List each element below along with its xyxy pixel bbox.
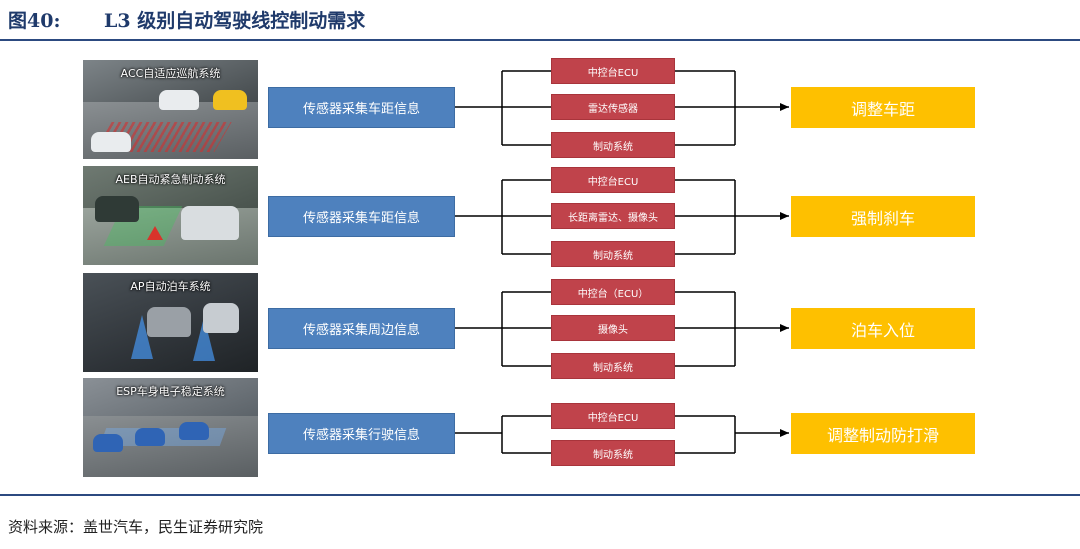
- component-box: 雷达传感器: [551, 94, 675, 120]
- component-box: 中控台ECU: [551, 167, 675, 193]
- figure-caption: L3 级别自动驾驶线控制动需求: [104, 10, 366, 32]
- component-box: 制动系统: [551, 241, 675, 267]
- sensor-box: 传感器采集周边信息: [268, 308, 455, 349]
- esp-system-photo: ESP车身电子稳定系统: [83, 378, 258, 477]
- result-box: 强制刹车: [791, 196, 975, 237]
- row4-connectors: [455, 415, 789, 454]
- result-box: 调整制动防打滑: [791, 413, 975, 454]
- component-box: 摄像头: [551, 315, 675, 341]
- component-box: 中控台ECU: [551, 58, 675, 84]
- row1-connectors: [455, 70, 789, 146]
- component-box: 中控台ECU: [551, 403, 675, 429]
- photo-label: AEB自动紧急制动系统: [115, 173, 226, 186]
- component-box: 长距离雷达、摄像头: [551, 203, 675, 229]
- photo-label: AP自动泊车系统: [130, 280, 211, 293]
- component-box: 制动系统: [551, 440, 675, 466]
- component-box: 中控台（ECU）: [551, 279, 675, 305]
- figure-number: 图40:: [8, 10, 61, 32]
- source-note: 资料来源：盖世汽车，民生证券研究院: [8, 518, 264, 536]
- photo-label: ACC自适应巡航系统: [120, 67, 221, 80]
- result-box: 调整车距: [791, 87, 975, 128]
- result-box: 泊车入位: [791, 308, 975, 349]
- aeb-system-photo: AEB自动紧急制动系统: [83, 166, 258, 265]
- photo-label: ESP车身电子稳定系统: [116, 385, 225, 398]
- sensor-box: 传感器采集车距信息: [268, 196, 455, 237]
- row2-connectors: [455, 179, 789, 255]
- component-box: 制动系统: [551, 132, 675, 158]
- title-rule: [0, 39, 1080, 41]
- row3-connectors: [455, 291, 789, 367]
- acc-system-photo: ACC自适应巡航系统: [83, 60, 258, 159]
- footer-rule: [0, 494, 1080, 496]
- component-box: 制动系统: [551, 353, 675, 379]
- figure-title: 图40: L3 级别自动驾驶线控制动需求: [8, 8, 365, 34]
- sensor-box: 传感器采集车距信息: [268, 87, 455, 128]
- ap-system-photo: AP自动泊车系统: [83, 273, 258, 372]
- sensor-box: 传感器采集行驶信息: [268, 413, 455, 454]
